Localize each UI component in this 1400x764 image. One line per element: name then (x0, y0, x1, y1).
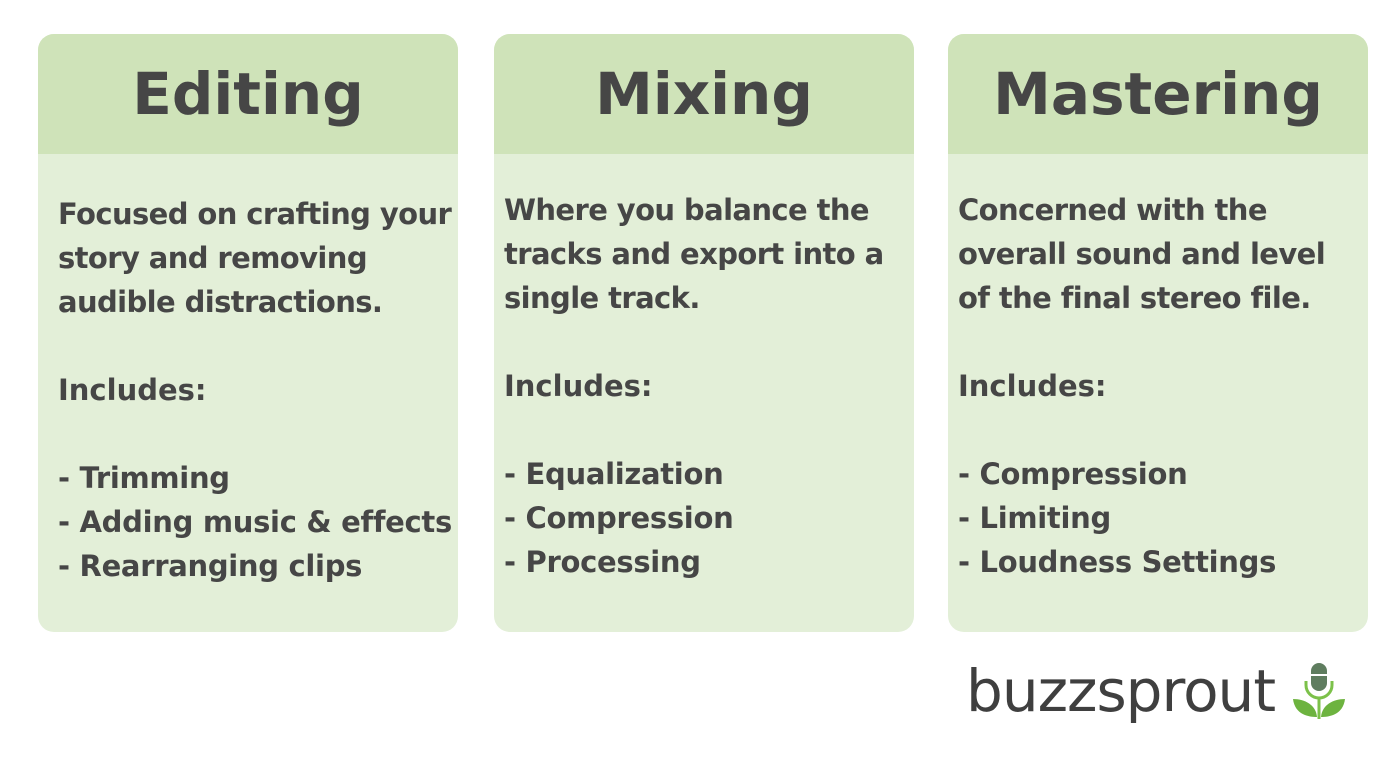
list-item: - Compression (958, 457, 1188, 491)
includes-label: Includes: (958, 369, 1107, 403)
card-title: Mixing (595, 60, 813, 128)
includes-list: - Equalization - Compression - Processin… (504, 452, 914, 584)
card-mastering: Mastering Concerned with the overall sou… (948, 34, 1368, 632)
list-item: - Limiting (958, 501, 1111, 535)
microphone-sprout-icon (1293, 663, 1346, 719)
buzzsprout-logo: buzzsprout (966, 656, 1349, 726)
card-description: Where you balance the tracks and export … (504, 193, 884, 315)
card-header: Mastering (948, 34, 1368, 154)
card-editing: Editing Focused on crafting your story a… (38, 34, 458, 632)
list-item: - Adding music & effects (58, 505, 452, 539)
logo-wordmark: buzzsprout (966, 657, 1276, 725)
card-header: Mixing (494, 34, 914, 154)
includes-list: - Compression - Limiting - Loudness Sett… (958, 452, 1368, 584)
list-item: - Rearranging clips (58, 549, 363, 583)
card-body: Concerned with the overall sound and lev… (948, 188, 1368, 584)
includes-label: Includes: (504, 369, 653, 403)
list-item: - Processing (504, 545, 701, 579)
list-item: - Equalization (504, 457, 724, 491)
list-item: - Compression (504, 501, 734, 535)
includes-list: - Trimming - Adding music & effects - Re… (58, 456, 458, 588)
card-mixing: Mixing Where you balance the tracks and … (494, 34, 914, 632)
card-title: Editing (132, 60, 364, 128)
card-header: Editing (38, 34, 458, 154)
card-body: Focused on crafting your story and remov… (38, 192, 458, 588)
includes-label: Includes: (58, 373, 207, 407)
list-item: - Loudness Settings (958, 545, 1277, 579)
card-title: Mastering (993, 60, 1323, 128)
list-item: - Trimming (58, 461, 230, 495)
card-body: Where you balance the tracks and export … (494, 188, 914, 584)
card-description: Concerned with the overall sound and lev… (958, 193, 1326, 315)
card-description: Focused on crafting your story and remov… (58, 197, 452, 319)
